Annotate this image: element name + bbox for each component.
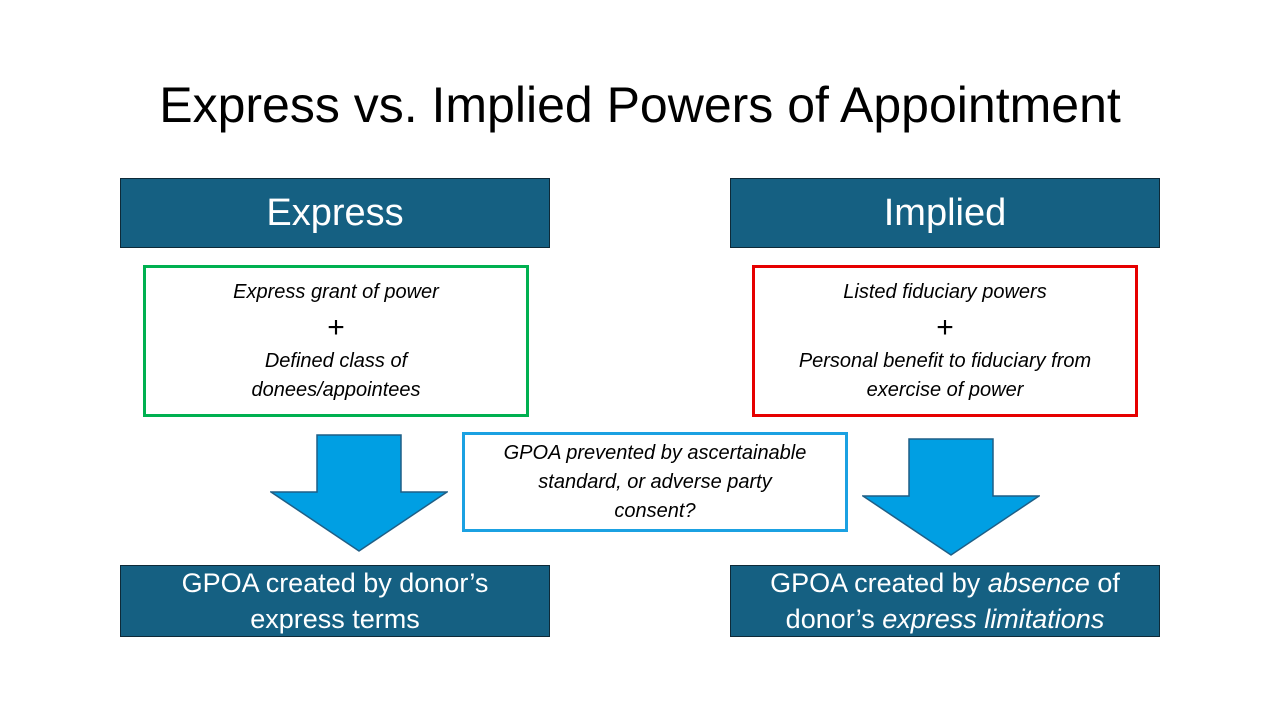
implied-condition-1: Listed fiduciary powers	[843, 280, 1047, 303]
question-line1: GPOA prevented by ascertainable	[503, 441, 807, 464]
question-line2: standard, or adverse party	[538, 470, 772, 493]
express-plus: +	[327, 310, 345, 344]
express-result-line2: express terms	[250, 604, 420, 634]
down-arrow-icon	[270, 434, 448, 552]
implied-header-label: Implied	[883, 191, 1007, 234]
implied-result-line2: donor’s express limitations	[786, 601, 1105, 637]
express-conditions-box: Express grant of power + Defined class o…	[143, 265, 529, 417]
implied-condition-2-line1: Personal benefit to fiduciary from	[798, 349, 1092, 372]
implied-result-box: GPOA created by absence of donor’s expre…	[730, 565, 1160, 637]
express-header: Express	[120, 178, 550, 248]
implied-plus: +	[936, 310, 954, 344]
implied-result-line1: GPOA created by absence of	[770, 565, 1120, 601]
express-condition-1: Express grant of power	[233, 280, 439, 303]
question-box: GPOA prevented by ascertainable standard…	[462, 432, 848, 532]
implied-result-emphasis: express limitations	[882, 604, 1105, 634]
express-header-label: Express	[266, 191, 404, 234]
page-title: Express vs. Implied Powers of Appointmen…	[159, 77, 1121, 133]
express-condition-2-line1: Defined class of	[264, 349, 408, 372]
implied-result-text: GPOA created by	[770, 568, 988, 598]
implied-header: Implied	[730, 178, 1160, 248]
implied-result-text: donor’s	[785, 604, 883, 634]
implied-result-text: of	[1089, 568, 1120, 598]
down-arrow-icon	[862, 438, 1040, 556]
express-result-box: GPOA created by donor’s express terms	[120, 565, 550, 637]
implied-conditions-box: Listed fiduciary powers + Personal benef…	[752, 265, 1138, 417]
express-result-line1: GPOA created by donor’s	[181, 568, 489, 598]
implied-result-emphasis: absence	[987, 568, 1090, 598]
implied-condition-2-line2: exercise of power	[866, 378, 1024, 401]
question-line3: consent?	[614, 499, 696, 522]
express-condition-2-line2: donees/appointees	[251, 378, 421, 401]
